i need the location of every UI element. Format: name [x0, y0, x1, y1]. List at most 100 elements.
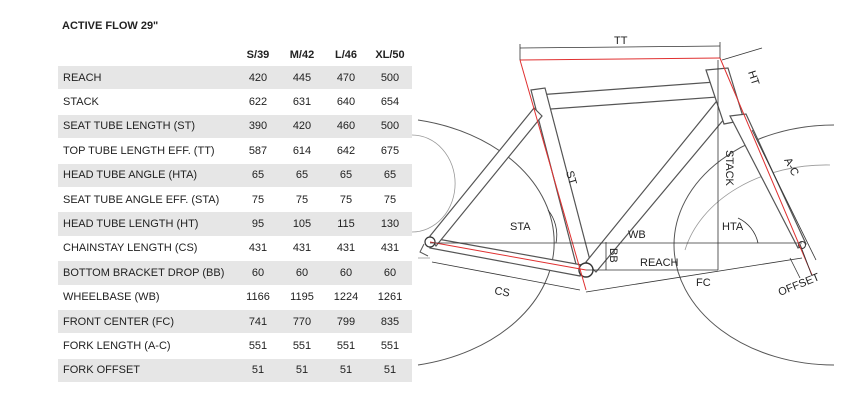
row-value: 675 — [368, 138, 412, 164]
row-label: CHAINSTAY LENGTH (CS) — [58, 236, 236, 262]
size-header-row: S/39 M/42 L/46 XL/50 — [58, 44, 412, 66]
row-value: 445 — [280, 66, 324, 91]
rear-wheel-rim — [411, 134, 456, 233]
row-value: 551 — [324, 333, 368, 359]
row-value: 65 — [236, 163, 280, 188]
row-label: REACH — [58, 66, 236, 91]
row-label: BOTTOM BRACKET DROP (BB) — [58, 260, 236, 286]
row-value: 51 — [236, 358, 280, 384]
size-header: M/42 — [289, 49, 315, 61]
size-header: S/39 — [246, 49, 270, 61]
cs-label: CS — [493, 285, 510, 299]
row-value: 835 — [368, 309, 412, 335]
row-label: WHEELBASE (WB) — [58, 285, 236, 310]
row-value: 431 — [236, 236, 280, 262]
rear-wheel — [417, 119, 555, 366]
row-value: 622 — [236, 89, 280, 115]
row-value: 500 — [368, 66, 412, 91]
row-label: SEAT TUBE ANGLE EFF. (STA) — [58, 187, 236, 213]
row-value: 75 — [280, 187, 324, 213]
row-value: 105 — [280, 211, 324, 237]
row-label: SEAT TUBE LENGTH (ST) — [58, 114, 236, 140]
st-label: ST — [563, 170, 578, 187]
row-value: 51 — [368, 358, 412, 384]
row-value: 654 — [368, 89, 412, 115]
row-value: 60 — [368, 260, 412, 286]
row-value: 60 — [324, 260, 368, 286]
row-label: HEAD TUBE ANGLE (HTA) — [58, 163, 236, 188]
effective-geometry-lines — [429, 57, 813, 291]
row-value: 799 — [324, 309, 368, 335]
row-value: 75 — [368, 187, 412, 213]
front-wheel — [673, 124, 835, 366]
row-value: 770 — [280, 309, 324, 335]
row-value: 631 — [280, 89, 324, 115]
ac-label: A-C — [781, 156, 801, 178]
row-label: HEAD TUBE LENGTH (HT) — [58, 211, 236, 237]
stack-label: STACK — [723, 150, 735, 187]
row-value: 500 — [368, 114, 412, 140]
row-value: 551 — [368, 333, 412, 359]
dropout — [419, 243, 429, 257]
fork — [729, 113, 807, 249]
row-value: 1166 — [236, 285, 280, 310]
row-value: 431 — [280, 236, 324, 262]
row-value: 60 — [280, 260, 324, 286]
geometry-title: ACTIVE FLOW 29" — [62, 20, 159, 32]
row-value: 1195 — [280, 285, 324, 310]
row-value: 75 — [236, 187, 280, 213]
down-tube — [585, 101, 731, 273]
size-header: L/46 — [334, 49, 357, 61]
row-value: 642 — [324, 138, 368, 164]
row-value: 1261 — [368, 285, 412, 310]
row-label: FORK OFFSET — [58, 358, 236, 384]
tt-label: TT — [614, 35, 628, 47]
sta-label: STA — [510, 221, 531, 233]
row-value: 551 — [280, 333, 324, 359]
wb-label: WB — [628, 229, 646, 241]
row-value: 51 — [280, 358, 324, 384]
row-label: TOP TUBE LENGTH EFF. (TT) — [58, 138, 236, 164]
row-value: 65 — [324, 163, 368, 188]
row-value: 95 — [236, 211, 280, 237]
row-value: 1224 — [324, 285, 368, 310]
dimension-lines — [430, 42, 817, 293]
size-header: XL/50 — [375, 49, 405, 61]
row-label: STACK — [58, 89, 236, 115]
row-value: 75 — [324, 187, 368, 213]
row-value: 65 — [280, 163, 324, 188]
top-tube — [536, 81, 719, 111]
ht-label: HT — [745, 69, 761, 87]
hta-label: HTA — [722, 221, 744, 233]
row-value: 390 — [236, 114, 280, 140]
reach-label: REACH — [640, 257, 679, 269]
row-value: 51 — [324, 358, 368, 384]
row-value: 587 — [236, 138, 280, 164]
chainstay — [429, 237, 583, 277]
row-value: 130 — [368, 211, 412, 237]
front-wheel-inner — [684, 164, 831, 251]
row-label: FORK LENGTH (A-C) — [58, 333, 236, 359]
row-value: 470 — [324, 66, 368, 91]
row-value: 551 — [236, 333, 280, 359]
row-value: 115 — [324, 211, 368, 237]
row-label: FRONT CENTER (FC) — [58, 309, 236, 335]
row-value: 614 — [280, 138, 324, 164]
row-value: 640 — [324, 89, 368, 115]
row-value: 741 — [236, 309, 280, 335]
